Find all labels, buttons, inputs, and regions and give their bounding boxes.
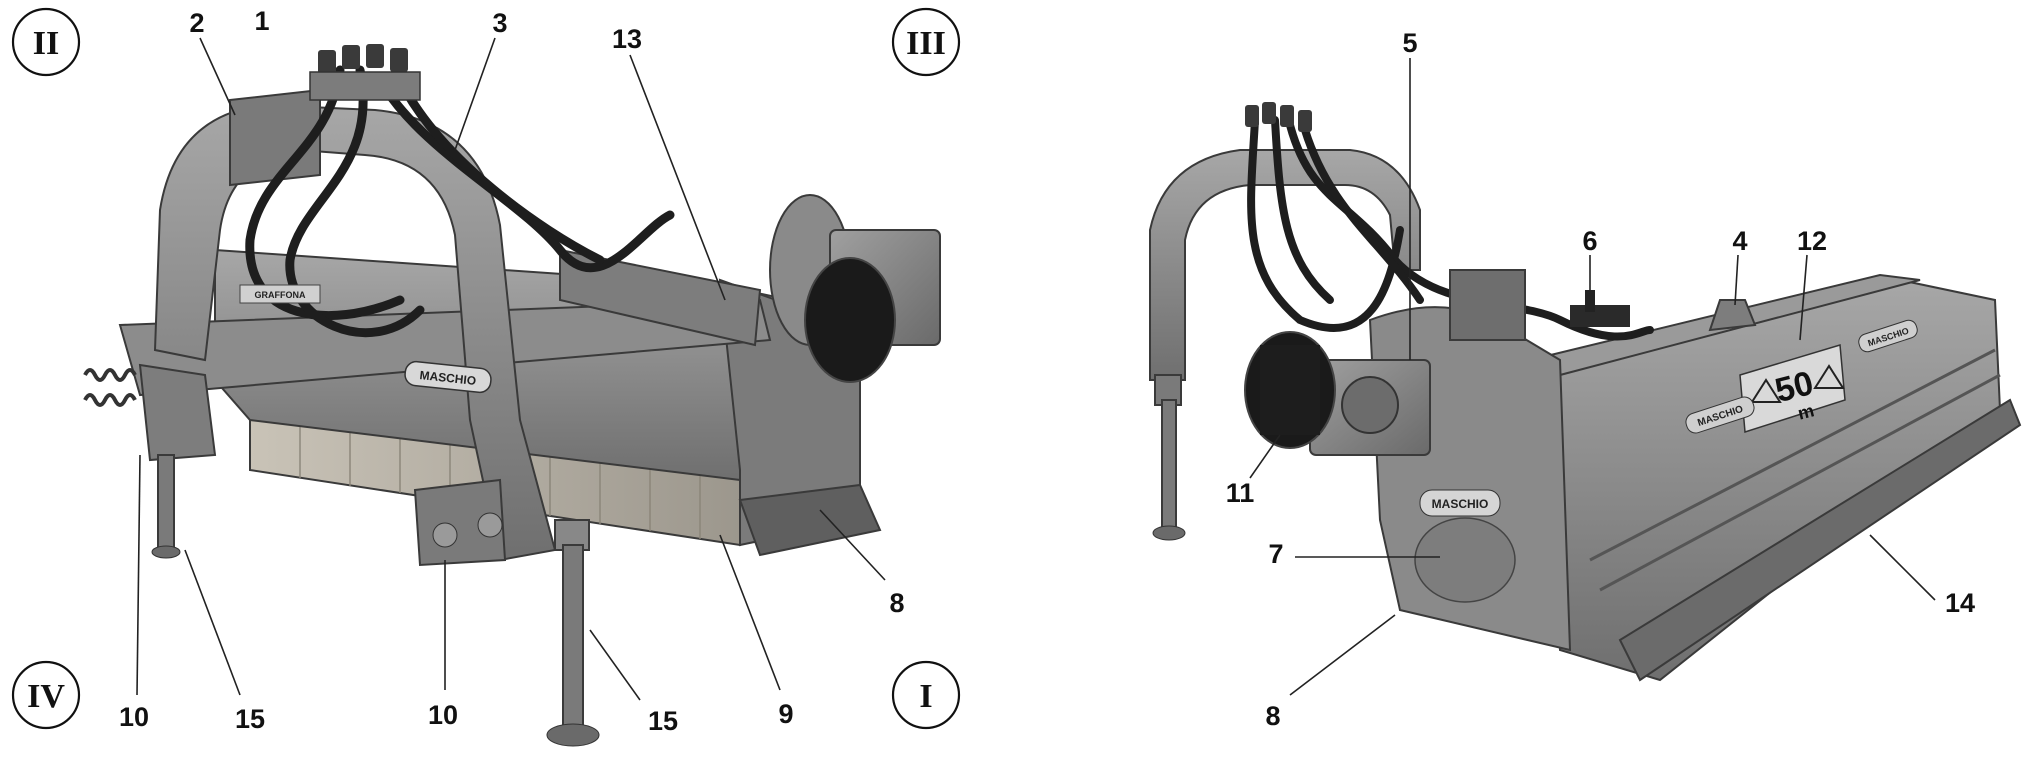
belt-cover-vent: [1414, 517, 1516, 603]
view-marker-IV-label: IV: [27, 678, 65, 715]
hose-holder-bracket: [1570, 290, 1630, 327]
brand-decal-right-3: MASCHIO: [1419, 489, 1501, 517]
skid-shoe: [738, 483, 882, 557]
callout-6: 6: [1582, 226, 1597, 256]
side-shift-link: [559, 248, 762, 347]
parking-stand-left: [151, 454, 181, 559]
distance-value: 50: [1771, 364, 1817, 410]
leader-8-left: [819, 509, 886, 581]
rear-roller: [1618, 398, 2022, 682]
leader-12: [1799, 254, 1808, 341]
view-marker-II: II: [11, 7, 81, 77]
view-marker-III: III: [891, 7, 961, 77]
gearbox-motor-unit-right: [1244, 331, 1431, 456]
callout-8-left: 8: [889, 588, 904, 618]
distance-unit: m: [1796, 400, 1816, 423]
leader-15b: [589, 629, 641, 701]
hydraulic-couplers: [309, 44, 421, 101]
lifting-eye: [1708, 299, 1757, 332]
mast-bracket: [1449, 269, 1526, 341]
leader-2: [199, 37, 236, 116]
gearbox-motor-unit: [769, 194, 941, 383]
leader-9: [719, 534, 781, 691]
parking-stand-right-machine: [1152, 374, 1186, 541]
leader-3: [454, 37, 496, 151]
callout-4: 4: [1732, 226, 1747, 256]
callout-5: 5: [1402, 28, 1417, 58]
brand-decal-text: MASCHIO: [419, 368, 477, 388]
callout-15b: 15: [648, 706, 678, 736]
callout-11: 11: [1226, 478, 1255, 508]
leader-lines: [136, 37, 1936, 701]
model-decal: GRAFFONA: [239, 284, 321, 304]
spring-assembly: [83, 368, 137, 407]
callout-14: 14: [1945, 588, 1975, 618]
leader-4: [1734, 254, 1739, 306]
callout-15a: 15: [235, 704, 265, 734]
view-marker-I: I: [891, 660, 961, 730]
brand-decal-right-3-text: MASCHIO: [1432, 497, 1489, 511]
callout-2: 2: [189, 8, 204, 38]
view-marker-II-label: II: [33, 25, 59, 62]
callout-8-right: 8: [1265, 701, 1280, 731]
callout-12: 12: [1797, 226, 1827, 256]
view-marker-I-label: I: [919, 678, 932, 715]
leader-8-right: [1289, 614, 1396, 696]
leader-13: [629, 54, 726, 301]
leader-14: [1869, 534, 1936, 601]
leader-10a: [136, 454, 141, 696]
callouts-left: 1 2 3 13 8 9 10 15 10 15: [119, 6, 905, 736]
callouts-right: 5 6 4 12 11 7 14 8: [1226, 28, 1975, 731]
callout-13: 13: [612, 24, 642, 54]
right-machine-illustration: 50 m MASCHIO MASCHIO MASCHIO: [1149, 102, 2022, 682]
callout-10b: 10: [428, 700, 458, 730]
leader-15a: [184, 549, 241, 696]
callout-3: 3: [492, 8, 507, 38]
view-marker-IV: IV: [11, 660, 81, 730]
model-decal-text: GRAFFONA: [255, 290, 306, 300]
hydraulic-couplers-right: [1245, 102, 1312, 132]
hitch-frame-arch-right: [1149, 149, 1421, 381]
leader-11: [1249, 434, 1281, 479]
callout-1: 1: [254, 6, 269, 36]
hydraulic-hoses: [245, 65, 675, 338]
brand-decal-left: MASCHIO: [404, 360, 492, 394]
callout-10a: 10: [119, 702, 149, 732]
parking-stand-right: [546, 519, 600, 747]
lower-hitch-bracket-right: [413, 478, 507, 567]
callout-9: 9: [778, 699, 793, 729]
callout-7: 7: [1268, 539, 1283, 569]
left-machine-illustration: MASCHIO GRAFFONA: [83, 44, 941, 747]
lower-hitch-bracket-left: [138, 363, 217, 462]
view-marker-III-label: III: [906, 25, 946, 62]
